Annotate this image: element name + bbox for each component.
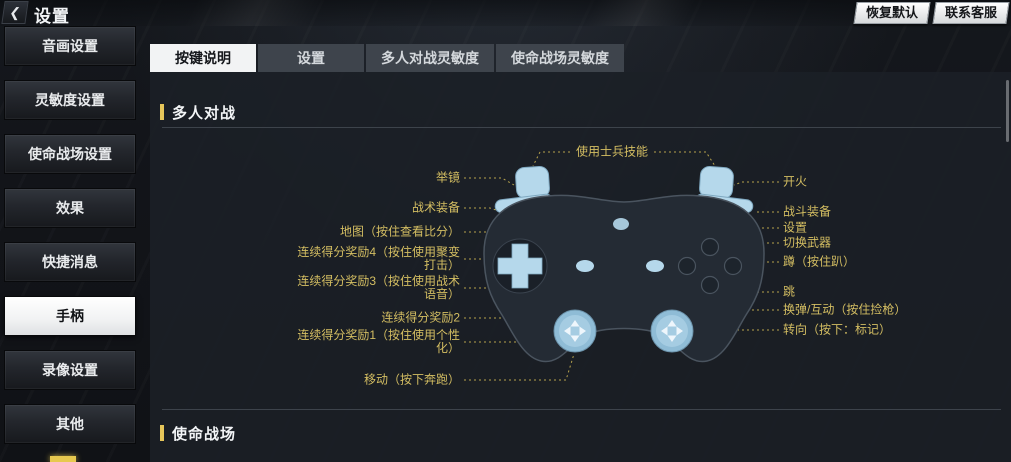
start-button-icon xyxy=(646,260,664,272)
move-label: 移动（按下奔跑） xyxy=(363,372,460,387)
section-divider xyxy=(162,127,1001,128)
section-accent-bar xyxy=(160,104,164,120)
turn-label: 转向（按下：标记） xyxy=(783,322,892,337)
scorestreak1-label: 连续得分奖励1（按住使用个性化） xyxy=(297,328,460,355)
tactical-equipment-label: 战术装备 xyxy=(411,200,460,215)
sidebar-item-battlefield-settings[interactable]: 使命战场设置 xyxy=(4,134,136,174)
scrollbar[interactable] xyxy=(1006,80,1009,142)
sidebar-item-recording[interactable]: 录像设置 xyxy=(4,350,136,390)
tab-settings[interactable]: 设置 xyxy=(258,44,364,72)
map-label: 地图（按住查看比分） xyxy=(339,224,460,239)
tab-content: 多人对战 xyxy=(150,72,1011,462)
scorestreak2-label: 连续得分奖励2 xyxy=(381,310,460,325)
select-button-icon xyxy=(576,260,594,272)
face-buttons-icon xyxy=(677,237,743,295)
lethal-equipment-label: 战斗装备 xyxy=(783,204,832,219)
gamepad-body xyxy=(483,194,765,363)
contact-support-button[interactable]: 联系客服 xyxy=(932,2,1010,24)
sidebar-item-gamepad[interactable]: 手柄 xyxy=(4,296,136,336)
contact-support-label: 联系客服 xyxy=(944,5,997,20)
right-stick-icon xyxy=(650,309,694,353)
section-multiplayer: 多人对战 xyxy=(160,103,237,122)
section-battle-royale: 使命战场 xyxy=(160,424,237,443)
tab-br-sensitivity[interactable]: 使命战场灵敏度 xyxy=(496,44,624,72)
operator-skill-label: 使用士兵技能 xyxy=(575,144,649,159)
sidebar-item-quick-messages[interactable]: 快捷消息 xyxy=(4,242,136,282)
page-title: 设置 xyxy=(34,7,70,26)
tab-mp-sensitivity[interactable]: 多人对战灵敏度 xyxy=(366,44,494,72)
controller-diagram: 使用士兵技能 举镜 战术装备 地图（按住查看比分） 连续得分奖励4（按住使用聚变… xyxy=(150,135,1011,407)
sidebar-highlight-hint xyxy=(50,456,76,462)
crouch-label: 蹲（按住趴） xyxy=(783,254,856,269)
tab-bar: 按键说明 设置 多人对战灵敏度 使命战场灵敏度 xyxy=(150,44,1011,72)
scorestreak3-label: 连续得分奖励3（按住使用战术语音） xyxy=(297,274,460,301)
section-accent-bar xyxy=(160,425,164,441)
reload-interact-label: 换弹/互动（按住捡枪） xyxy=(783,302,907,317)
decorative-streak xyxy=(583,0,697,26)
ads-label: 举镜 xyxy=(435,170,460,185)
jump-label: 跳 xyxy=(783,284,796,299)
top-bar xyxy=(0,0,1011,26)
switch-weapon-label: 切换武器 xyxy=(783,235,832,250)
decorative-streak xyxy=(183,0,327,26)
section-multiplayer-title: 多人对战 xyxy=(172,104,237,122)
sidebar-item-other[interactable]: 其他 xyxy=(4,404,136,444)
section-divider xyxy=(162,409,1001,410)
guide-button-icon xyxy=(613,218,629,230)
settings-label: 设置 xyxy=(783,220,808,235)
left-stick-icon xyxy=(553,309,597,353)
tab-key-guide[interactable]: 按键说明 xyxy=(150,44,256,72)
main-panel: 按键说明 设置 多人对战灵敏度 使命战场灵敏度 多人对战 xyxy=(150,44,1011,462)
fire-label: 开火 xyxy=(783,174,808,189)
sidebar-item-audio-video[interactable]: 音画设置 xyxy=(4,26,136,66)
restore-defaults-label: 恢复默认 xyxy=(865,5,918,20)
gamepad-illustration xyxy=(464,151,779,381)
dpad-icon xyxy=(492,238,548,294)
sidebar-item-sensitivity[interactable]: 灵敏度设置 xyxy=(4,80,136,120)
sidebar: 音画设置 灵敏度设置 使命战场设置 效果 快捷消息 手柄 录像设置 其他 xyxy=(4,26,136,458)
sidebar-item-effects[interactable]: 效果 xyxy=(4,188,136,228)
section-battle-royale-title: 使命战场 xyxy=(172,425,237,443)
scorestreak4-label: 连续得分奖励4（按住使用聚变打击） xyxy=(297,245,460,272)
back-icon[interactable]: ❮ xyxy=(1,1,29,24)
header-buttons: 恢复默认 联系客服 xyxy=(853,2,1010,24)
restore-defaults-button[interactable]: 恢复默认 xyxy=(853,2,931,24)
